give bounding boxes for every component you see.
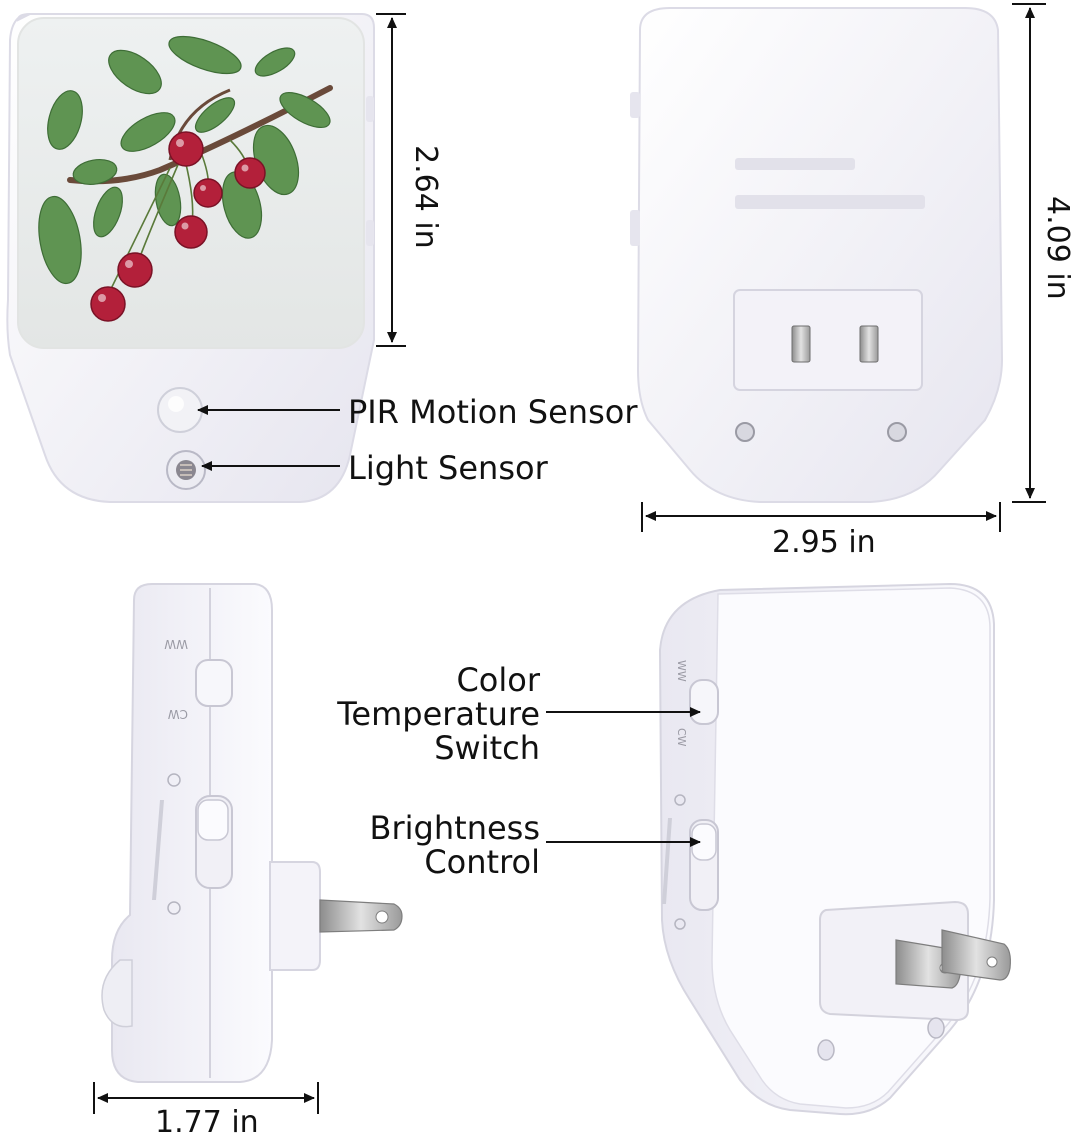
side-depth-label: 1.77 in: [155, 1105, 259, 1140]
pir-sensor-label: PIR Motion Sensor: [348, 393, 638, 431]
back-width-dimension-line: [641, 502, 1001, 532]
color-temp-label-line-3: Switch: [434, 729, 540, 767]
angled-ww-mark: WW: [675, 660, 688, 682]
angled-view-device: [658, 582, 1011, 1116]
back-height-label: 4.09 in: [1040, 196, 1074, 300]
light-sensor-label: Light Sensor: [348, 449, 548, 487]
cherry-art-panel: [17, 17, 365, 349]
side-depth-dimension-line: [93, 1082, 319, 1114]
brightness-label-line-2: Control: [424, 843, 540, 881]
front-height-label: 2.64 in: [408, 145, 443, 249]
side-cw-mark: CW: [168, 707, 188, 721]
color-temp-label-line-1: Color: [456, 661, 540, 699]
front-height-dimension-line: [376, 13, 406, 347]
side-ww-mark: WW: [164, 637, 188, 651]
color-temp-label-line-2: Temperature: [337, 695, 540, 733]
angled-cw-mark: CW: [675, 728, 688, 747]
back-height-dimension-line: [1012, 3, 1046, 503]
back-width-label: 2.95 in: [772, 525, 876, 560]
side-view-device: [101, 583, 403, 1083]
brightness-label-line-1: Brightness: [369, 809, 540, 847]
back-view-device: [630, 7, 1004, 503]
front-view-device: [6, 13, 375, 503]
